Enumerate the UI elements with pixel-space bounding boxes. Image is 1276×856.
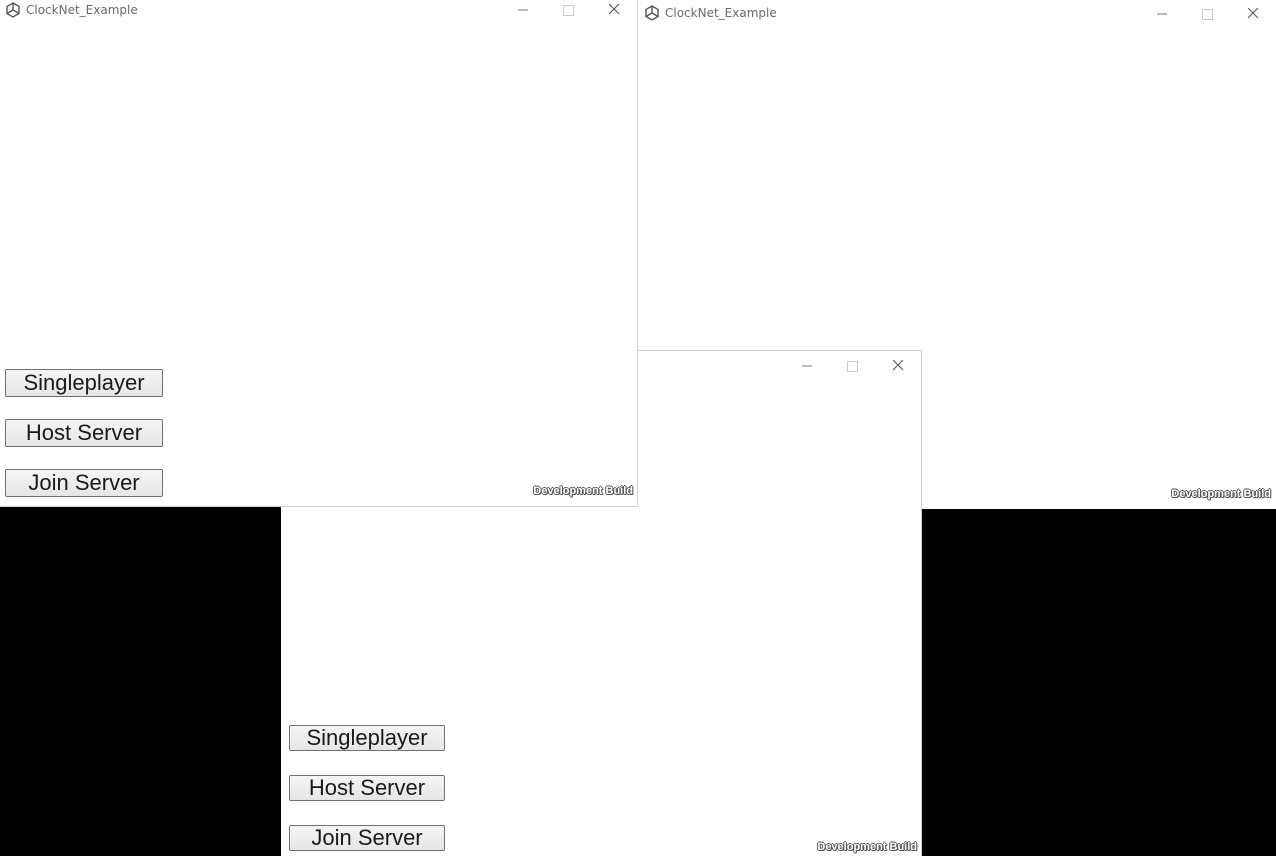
development-build-label: Development Build xyxy=(817,841,917,853)
unity-logo-icon xyxy=(645,5,659,21)
minimize-icon xyxy=(1157,13,1167,15)
maximize-icon xyxy=(563,5,574,16)
maximize-button[interactable] xyxy=(545,0,590,22)
join-server-button[interactable]: Join Server xyxy=(5,469,163,497)
close-icon xyxy=(608,3,620,15)
window-title: ClockNet_Example xyxy=(26,3,138,17)
close-button[interactable] xyxy=(1230,3,1275,25)
development-build-label: Development Build xyxy=(1171,488,1271,500)
minimize-icon xyxy=(802,365,812,367)
join-server-button[interactable]: Join Server xyxy=(289,825,445,851)
maximize-button[interactable] xyxy=(1184,3,1229,25)
minimize-button[interactable] xyxy=(784,355,829,377)
close-button[interactable] xyxy=(591,0,636,22)
host-server-button[interactable]: Host Server xyxy=(289,775,445,801)
close-button[interactable] xyxy=(875,355,920,377)
minimize-button[interactable] xyxy=(500,0,545,22)
maximize-icon xyxy=(1202,9,1213,20)
minimize-button[interactable] xyxy=(1139,3,1184,25)
window-title: ClockNet_Example xyxy=(665,6,777,20)
host-server-button[interactable]: Host Server xyxy=(5,419,163,447)
maximize-icon xyxy=(847,361,858,372)
close-icon xyxy=(1247,7,1259,19)
singleplayer-button[interactable]: Singleplayer xyxy=(289,725,445,751)
titlebar[interactable]: ClockNet_Example xyxy=(0,0,637,22)
maximize-button[interactable] xyxy=(829,355,874,377)
window-left: ClockNet_Example Singleplayer Host Serve… xyxy=(0,0,638,507)
minimize-icon xyxy=(518,9,528,11)
close-icon xyxy=(892,359,904,371)
unity-logo-icon xyxy=(6,2,20,18)
development-build-label: Development Build xyxy=(533,485,633,497)
titlebar[interactable]: ClockNet_Example xyxy=(638,0,1276,26)
singleplayer-button[interactable]: Singleplayer xyxy=(5,369,163,397)
